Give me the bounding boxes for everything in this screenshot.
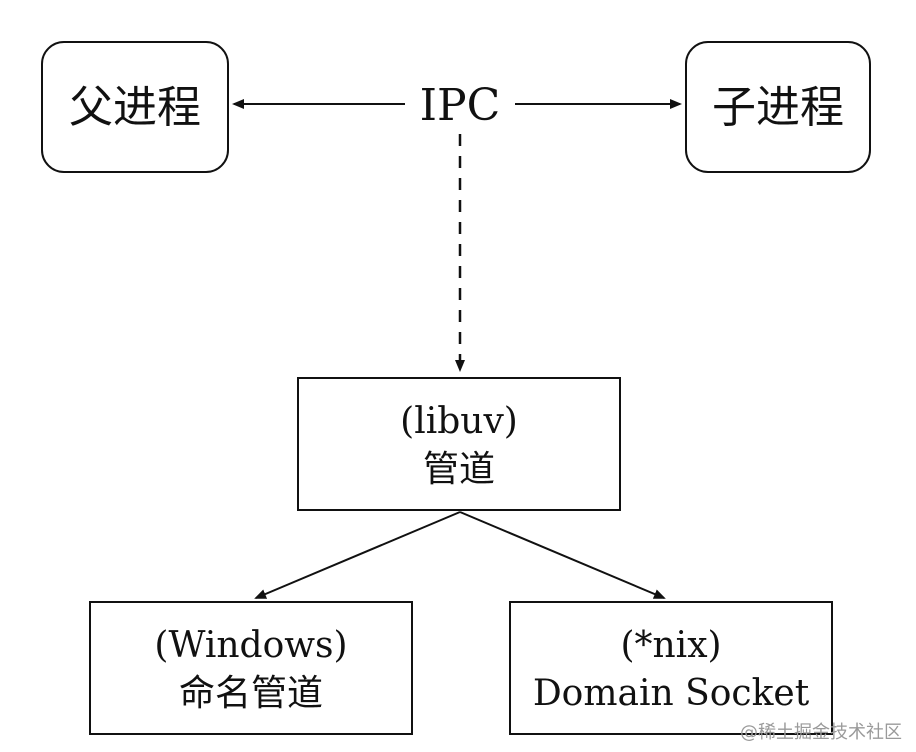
pipe-box: [297, 377, 621, 511]
parent-process-label: 父进程: [69, 82, 201, 133]
ipc-label: IPC: [405, 84, 515, 128]
windows-label-line1: (Windows): [154, 625, 348, 666]
windows-pipe-box: [89, 601, 413, 735]
parent-process-box: [41, 41, 229, 173]
watermark-text: @稀土掘金技术社区: [740, 722, 902, 743]
child-process-label: 子进程: [712, 82, 844, 133]
windows-label-line2: 命名管道: [178, 673, 323, 714]
unix-label-line2: Domain Socket: [532, 673, 810, 714]
child-process-box: [685, 41, 871, 173]
pipe-label-line1: (libuv): [400, 401, 518, 442]
pipe-arrow-to-windows: [254, 511, 461, 599]
unix-label-line1: (*nix): [620, 625, 722, 666]
unix-socket-box: [509, 601, 833, 735]
pipe-arrow-to-unix: [459, 511, 666, 599]
pipe-label-line2: 管道: [422, 449, 495, 490]
